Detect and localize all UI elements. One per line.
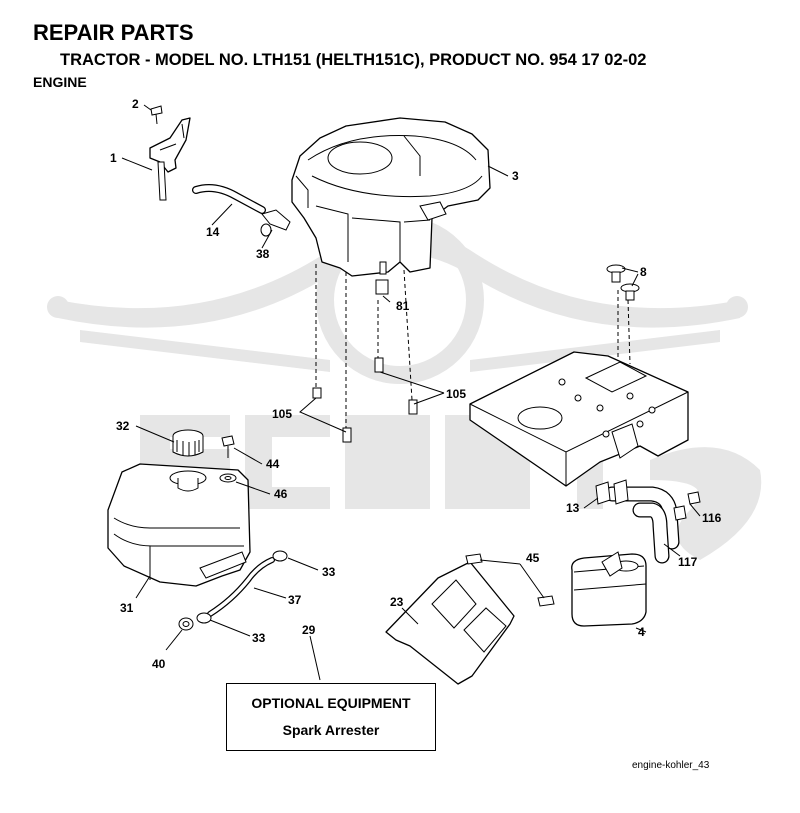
callout-3: 3 — [512, 169, 519, 183]
bolts-105 — [312, 357, 418, 443]
fuel-cap-32 — [172, 429, 204, 457]
callout-46: 46 — [274, 487, 288, 501]
callout-23: 23 — [390, 595, 404, 609]
callout-105-left: 105 — [272, 407, 292, 421]
callout-1: 1 — [110, 151, 117, 165]
screws-45 — [465, 553, 555, 607]
callout-81: 81 — [396, 299, 410, 313]
optional-equipment-item: Spark Arrester — [282, 722, 380, 738]
engine — [291, 117, 491, 277]
gasket-13 — [595, 479, 629, 505]
page-title: REPAIR PARTS — [33, 20, 194, 45]
callout-44: 44 — [266, 457, 280, 471]
mount-lines — [315, 264, 631, 430]
grommet-40 — [178, 617, 194, 631]
callout-8: 8 — [640, 265, 647, 279]
clamp-33-top — [272, 550, 288, 562]
callout-2: 2 — [132, 97, 139, 111]
figure-reference: engine-kohler_43 — [632, 760, 710, 771]
callout-31: 31 — [120, 601, 134, 615]
callout-33-bottom: 33 — [252, 631, 266, 645]
callout-37: 37 — [288, 593, 302, 607]
frame-plate — [469, 351, 689, 487]
callout-117: 117 — [678, 555, 698, 569]
callouts: 2 1 3 14 38 81 8 105 105 32 44 46 13 116… — [110, 97, 722, 671]
optional-equipment-box: OPTIONAL EQUIPMENT Spark Arrester — [226, 683, 436, 751]
clamp-38 — [260, 209, 291, 237]
fuel-tank-31 — [107, 463, 251, 587]
callout-38: 38 — [256, 247, 270, 261]
callout-33-top: 33 — [322, 565, 336, 579]
fuel-hose-14 — [192, 184, 266, 214]
heat-shield-23 — [385, 561, 515, 685]
nut-81 — [375, 279, 389, 295]
clamp-33-bottom — [196, 612, 212, 624]
callout-32: 32 — [116, 419, 130, 433]
callout-14: 14 — [206, 225, 220, 239]
screw-2 — [150, 105, 163, 125]
leader-lines — [121, 104, 701, 681]
callout-29: 29 — [302, 623, 316, 637]
fuel-line-37 — [207, 557, 275, 617]
muffler-4 — [571, 551, 647, 627]
callout-13: 13 — [566, 501, 580, 515]
callout-40: 40 — [152, 657, 166, 671]
section-title: ENGINE — [33, 74, 87, 90]
throttle-bracket — [149, 117, 191, 201]
screw-44 — [221, 435, 235, 458]
optional-equipment-title: OPTIONAL EQUIPMENT — [251, 695, 411, 711]
callout-105-right: 105 — [446, 387, 466, 401]
washer-46 — [219, 473, 237, 483]
callout-116: 116 — [702, 511, 722, 525]
nuts-116 — [673, 491, 701, 521]
callout-45: 45 — [526, 551, 540, 565]
exhaust-pipe-117 — [604, 486, 680, 564]
page-subtitle: TRACTOR - MODEL NO. LTH151 (HELTH151C), … — [60, 51, 647, 69]
callout-4: 4 — [638, 625, 645, 639]
screws-8 — [606, 264, 640, 301]
